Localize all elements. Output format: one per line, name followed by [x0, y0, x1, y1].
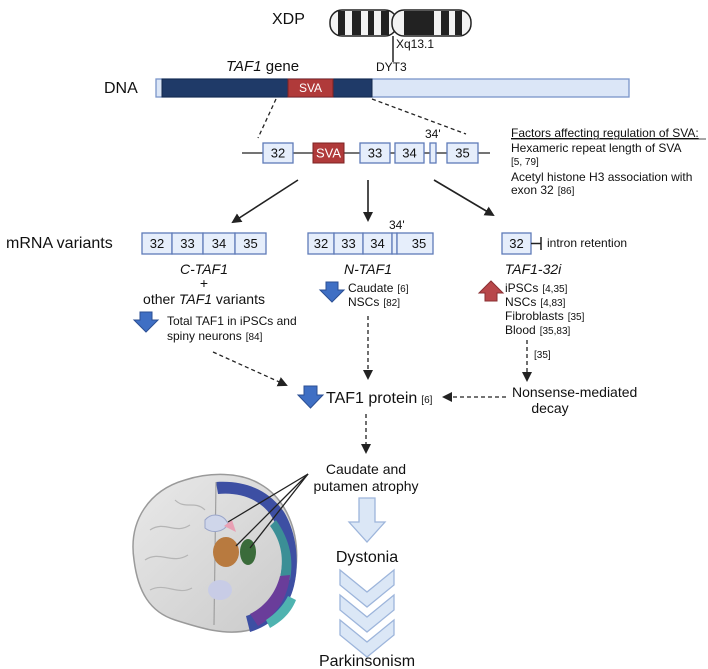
c-taf1-other-variants: other TAF1 variants	[143, 291, 265, 307]
chromosome-title: XDP	[272, 11, 305, 28]
taf1-32i-item-1: iPSCs[4,35]	[505, 281, 568, 295]
n-exon-35: 35	[412, 236, 426, 251]
exon-map	[242, 142, 490, 164]
dystonia-label: Dystonia	[336, 549, 398, 566]
c-exon-32: 32	[150, 236, 164, 251]
nmd-label-2: decay	[531, 400, 568, 416]
dna-sva-box	[287, 78, 334, 98]
zoom-line-left	[257, 98, 277, 139]
factor-1-ref: [5, 79]	[511, 157, 539, 168]
taf1-32i-item-3: Fibroblasts[35]	[505, 309, 585, 323]
n-taf1-item-2: NSCs[82]	[348, 295, 400, 309]
protein-down-arrow-icon	[296, 385, 325, 409]
taf1-32i-item-4: Blood[35,83]	[505, 323, 571, 337]
brain-illustration	[132, 473, 309, 633]
arrow-to-taf1-32i	[433, 179, 495, 217]
taf1-32i-name: TAF1-32i	[505, 261, 562, 277]
n-exon-34: 34	[370, 236, 384, 251]
c-taf1-plus: +	[200, 275, 208, 291]
n-exon-34-prime: 34'	[389, 218, 405, 232]
factor-2-text: Acetyl histone H3 association with	[511, 170, 692, 184]
taf1-gene-region	[161, 78, 373, 98]
map-exon-35: 35	[455, 146, 469, 161]
mrna-label: mRNA variants	[6, 235, 113, 252]
map-exon-33: 33	[368, 146, 382, 161]
taf1-32i-up-arrow-icon	[477, 280, 505, 302]
n-taf1-name: N-TAF1	[344, 261, 392, 277]
taf1-32i-items: iPSCs[4,35] NSCs[4,83] Fibroblasts[35] B…	[505, 281, 585, 337]
nmd-arrow-ref: [35]	[534, 350, 551, 361]
c-taf1-name: C-TAF1	[180, 261, 228, 277]
dna-label: DNA	[104, 80, 138, 97]
block-arrow-icon	[347, 497, 387, 543]
svg-text:TAF1 gene: TAF1 gene	[226, 58, 299, 75]
intron-retention-label: intron retention	[547, 236, 627, 250]
taf1-gene-label: TAF1 gene	[226, 58, 299, 75]
c-taf1-down-text-2: spiny neurons[84]	[167, 329, 263, 343]
n-exon-33: 33	[341, 236, 355, 251]
arrow-to-c-taf1	[231, 179, 299, 224]
n-taf1-transcript	[307, 232, 434, 255]
c-taf1-down-arrow-icon	[132, 311, 160, 333]
taf1-32i-item-2: NSCs[4,83]	[505, 295, 566, 309]
zoom-line-right	[371, 98, 467, 135]
protein-label: TAF1 protein[6]	[326, 390, 433, 407]
atrophy-label-2: putamen atrophy	[313, 478, 418, 494]
nmd-label-1: Nonsense-mediated	[512, 384, 637, 400]
c-taf1-down-text-1: Total TAF1 in iPSCs and	[167, 314, 297, 328]
c-taf1-transcript	[141, 232, 267, 255]
chromosome-band: Xq13.1	[396, 37, 434, 51]
factor-1-text: Hexameric repeat length of SVA	[511, 141, 682, 155]
factors-heading: Factors affecting regulation of SVA:	[511, 126, 699, 140]
atrophy-label-1: Caudate and	[326, 461, 406, 477]
factor-2-text-2: exon 32[86]	[511, 183, 575, 197]
arrow-c-to-protein	[212, 351, 288, 387]
c-exon-33: 33	[180, 236, 194, 251]
n-exon-32: 32	[314, 236, 328, 251]
c-exon-34: 34	[212, 236, 226, 251]
map-exon-34: 34	[402, 146, 416, 161]
parkinsonism-label: Parkinsonism	[319, 653, 415, 669]
map-exon-34-prime: 34'	[425, 127, 441, 141]
n-taf1-down-arrow-icon	[318, 281, 346, 303]
chevron-arrows-icon	[339, 568, 395, 658]
taf1-32i-exon: 32	[509, 236, 523, 251]
n-taf1-item-1: Caudate[6]	[348, 281, 409, 295]
dna-sva-label: SVA	[299, 81, 322, 95]
chromosome-xq13	[329, 9, 472, 62]
map-sva: SVA	[316, 146, 341, 161]
intron-retention-tail	[531, 237, 542, 250]
locus-label: DYT3	[376, 60, 407, 74]
map-exon-32: 32	[271, 146, 285, 161]
c-exon-35: 35	[243, 236, 257, 251]
